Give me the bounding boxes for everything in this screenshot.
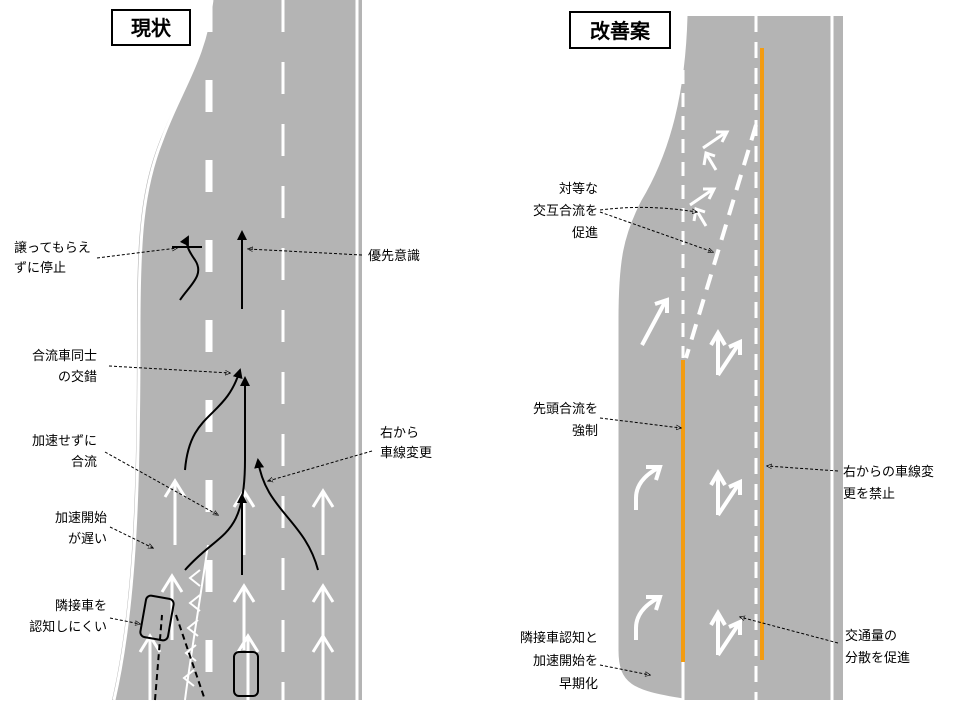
adjacent-car xyxy=(139,594,175,642)
roadside xyxy=(604,16,686,700)
callout-distribute-traffic-2: 分散を促進 xyxy=(845,651,910,666)
callout-alternate-merge-2: 交互合流を xyxy=(533,203,598,219)
panel-title: 現状 xyxy=(131,16,172,40)
callout-no-accel-2: 合流 xyxy=(71,455,97,470)
title-box xyxy=(111,9,191,46)
callouts: 対等な 交互合流を 促進 先頭合流を 強制 右からの車線変 更を禁止 交通量の … xyxy=(520,181,934,692)
callout-conflict: 合流車同士 xyxy=(32,349,97,364)
callout-right-lane-change-2: 車線変更 xyxy=(380,445,432,461)
callout-hard-to-see-2: 認知しにくい xyxy=(29,619,107,635)
callout-alternate-merge-3: 促進 xyxy=(572,226,598,241)
callout-distribute-traffic: 交通量の xyxy=(845,628,897,644)
callout-conflict-2: の交錯 xyxy=(58,369,97,385)
lane-arrows xyxy=(634,130,742,657)
callout-force-lead-merge: 先頭合流を xyxy=(533,402,598,417)
title-box xyxy=(569,11,671,49)
callout-late-accel: 加速開始 xyxy=(55,511,107,526)
callout-force-lead-merge-2: 強制 xyxy=(572,424,598,439)
vehicle-paths xyxy=(139,230,319,701)
callout-early-recognition-3: 早期化 xyxy=(559,677,598,692)
merge-lane-edge-line xyxy=(615,15,688,702)
roadside xyxy=(108,0,210,700)
merge-lane-edge-line xyxy=(112,0,214,701)
callout-prohibit-lane-change-2: 更を禁止 xyxy=(843,487,895,502)
merging-car xyxy=(233,651,259,697)
callout-priority: 優先意識 xyxy=(368,248,420,264)
callout-hard-to-see: 隣接車を xyxy=(55,598,107,614)
callouts: 譲ってもらえ ずに停止 優先意識 合流車同士 の交錯 加速せずに 合流 右から … xyxy=(14,240,432,635)
callout-early-recognition-2: 加速開始を xyxy=(533,654,598,669)
panel-title: 改善案 xyxy=(590,19,651,43)
zebra-zone xyxy=(182,544,209,701)
callout-stop: 譲ってもらえ xyxy=(14,240,91,256)
callout-right-lane-change: 右から xyxy=(380,426,419,441)
current-state-panel: 現状 譲ってもらえ ずに停止 優先意識 合流車同士 の交錯 加速せずに 合流 右… xyxy=(14,0,432,702)
diagonal-dashed-line xyxy=(684,124,758,359)
callout-no-accel: 加速せずに xyxy=(32,434,97,449)
callout-late-accel-2: が遅い xyxy=(68,532,107,547)
callout-prohibit-lane-change: 右からの車線変 xyxy=(843,464,934,480)
proposal-panel: 改善案 対等な 交互合流を 促進 先頭合流を 強制 右からの車線変 更を禁止 交… xyxy=(520,11,934,702)
callout-early-recognition: 隣接車認知と xyxy=(520,630,598,646)
callout-alternate-merge: 対等な xyxy=(559,181,598,197)
callout-stop-2: ずに停止 xyxy=(14,260,66,276)
